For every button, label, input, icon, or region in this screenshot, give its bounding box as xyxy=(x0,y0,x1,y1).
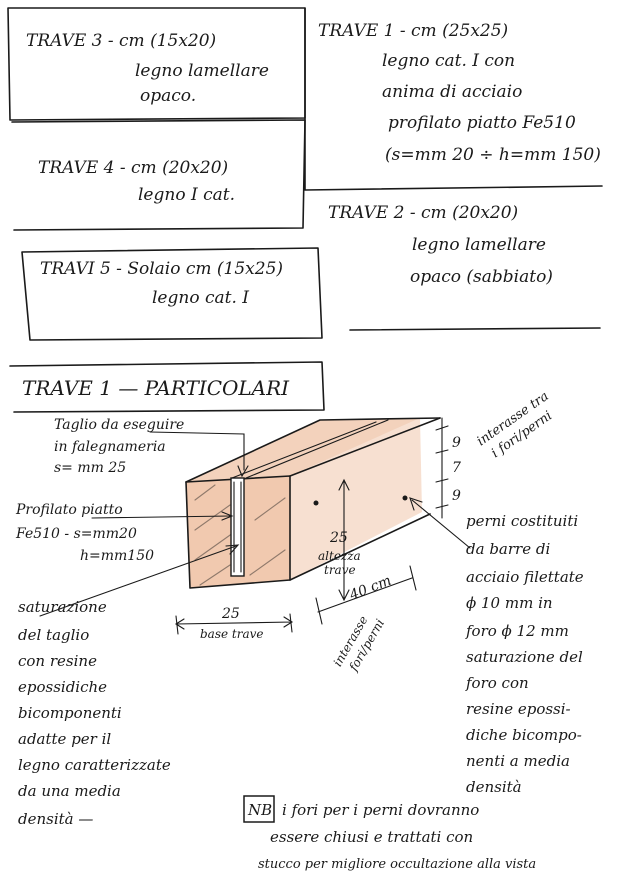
filling-note: saturazione del taglio con resine epossi… xyxy=(18,598,171,828)
pins-note-line1: perni costituiti xyxy=(466,512,578,530)
leader-pins-arrow xyxy=(409,497,423,511)
pins-note-line7: foro con xyxy=(465,674,529,692)
trave1-dims: (s=mm 20 ÷ h=mm 150) xyxy=(385,145,601,165)
pins-note-line6: saturazione del xyxy=(466,648,583,666)
cut-note-line1: Taglio da eseguire xyxy=(54,417,184,433)
nb-box xyxy=(243,795,275,823)
trave4-title: TRAVE 4 - cm (20x20) xyxy=(38,158,228,178)
beam-top-front-edge xyxy=(289,417,441,477)
interasse-horizontal-label: interasse fori/perni xyxy=(330,613,387,674)
beam-top-slot xyxy=(231,419,389,479)
pins-note-line3: acciaio filettate xyxy=(466,568,584,586)
trave3-finish: opaco. xyxy=(140,86,196,106)
interasse-vertical-label: interasse tra i fori/perni xyxy=(474,389,555,461)
leader-cut-arrow xyxy=(237,465,249,478)
travi5-title: TRAVI 5 - Solaio cm (15x25) xyxy=(40,259,283,279)
filling-note-line2: del taglio xyxy=(18,626,89,644)
box-trave2-underline xyxy=(349,327,601,331)
trave4-text: TRAVE 4 - cm (20x20) legno I cat. xyxy=(38,158,235,205)
beam-side-face xyxy=(290,418,422,580)
beam-top-back-edge xyxy=(185,417,441,483)
beam-sketch xyxy=(185,417,441,589)
pins-note-line2: da barre di xyxy=(466,540,550,558)
beam-bottom-edge xyxy=(289,513,431,581)
pins-note-line4: ϕ 10 mm in xyxy=(466,594,553,612)
trave2-material: legno lamellare xyxy=(412,235,546,255)
dim-25-base-value: 25 xyxy=(221,606,240,622)
filling-note-line1: saturazione xyxy=(18,598,107,616)
dim-25-height-label1: altezza xyxy=(318,549,361,563)
leader-plate-arrow xyxy=(221,511,234,521)
leader-plate xyxy=(91,515,231,519)
leader-cut xyxy=(149,431,245,471)
travi5-text: TRAVI 5 - Solaio cm (15x25) legno cat. I xyxy=(40,259,283,308)
dim-40: 40 cm xyxy=(347,573,394,604)
trave1-core: anima di acciaio xyxy=(382,82,522,102)
trave1-profile: profilato piatto Fe510 xyxy=(388,113,576,133)
leader-filling xyxy=(39,545,237,617)
trave3-text: TRAVE 3 - cm (15x20) legno lamellare opa… xyxy=(26,31,269,106)
vertical-dim-ticks xyxy=(435,425,449,509)
filling-note-line8: da una media xyxy=(18,782,121,800)
nb-line2: essere chiusi e trattati con xyxy=(270,828,473,846)
detail-title: TRAVE 1 — PARTICOLARI xyxy=(22,376,290,400)
pins-note-line8: resine epossi- xyxy=(466,700,571,718)
dim-9-bottom: 9 xyxy=(452,488,461,504)
nb-note: i fori per i perni dovranno essere chius… xyxy=(258,801,536,872)
box-trave4 xyxy=(11,119,306,231)
pins-note-line10: nenti a media xyxy=(466,752,570,770)
trave2-text: TRAVE 2 - cm (20x20) legno lamellare opa… xyxy=(328,203,553,287)
interasse-dim-line xyxy=(315,565,417,625)
trave2-finish: opaco (sabbiato) xyxy=(410,267,553,287)
nb-line3: stucco per migliore occultazione alla vi… xyxy=(258,857,536,872)
nb-line1: i fori per i perni dovranno xyxy=(282,801,479,819)
travi5-material: legno cat. I xyxy=(152,288,249,308)
trave1-title: TRAVE 1 - cm (25x25) xyxy=(318,21,508,41)
leader-filling-arrow xyxy=(225,544,240,555)
dim-25-height-label2: trave xyxy=(324,563,356,577)
trave1-material: legno cat. I con xyxy=(382,51,515,71)
plate-note-line3: h=mm150 xyxy=(80,548,154,564)
pin-hole-1 xyxy=(313,500,319,506)
pin-hole-2 xyxy=(402,495,408,501)
plate-note: Profilato piatto Fe510 - s=mm20 h=mm150 xyxy=(15,502,154,564)
dim-7: 7 xyxy=(452,460,461,476)
trave2-title: TRAVE 2 - cm (20x20) xyxy=(328,203,518,223)
filling-note-line3: con resine xyxy=(18,652,97,670)
trave1-text: TRAVE 1 - cm (25x25) legno cat. I con an… xyxy=(318,21,601,165)
plate-note-line2: Fe510 - s=mm20 xyxy=(15,526,137,542)
pins-note-line11: densità xyxy=(466,778,522,796)
box-travi5 xyxy=(21,247,323,341)
detail-title-frame xyxy=(9,361,325,413)
height-dim-arrow xyxy=(338,478,350,602)
steel-plate-edges xyxy=(233,481,242,573)
cut-note-line3: s= mm 25 xyxy=(54,460,126,476)
nb-label: NB xyxy=(247,801,272,819)
pins-note: perni costituiti da barre di acciaio fil… xyxy=(465,512,584,796)
dim-25-base-label: base trave xyxy=(200,627,264,641)
plate-note-line1: Profilato piatto xyxy=(15,502,123,518)
beam-boxes xyxy=(7,7,603,341)
leader-pins xyxy=(411,499,471,549)
filling-note-line6: adatte per il xyxy=(18,730,111,748)
trave3-material: legno lamellare xyxy=(135,61,269,81)
filling-note-line9: densità — xyxy=(18,810,93,828)
pins-note-line9: diche bicompo- xyxy=(466,726,582,744)
steel-plate-section xyxy=(230,477,245,577)
dim-9-top: 9 xyxy=(452,435,461,451)
cut-note: Taglio da eseguire in falegnameria s= mm… xyxy=(54,417,184,476)
dim-25-height-value: 25 xyxy=(329,530,348,546)
filling-note-line4: epossidiche xyxy=(18,678,107,696)
base-dim-line xyxy=(174,613,294,635)
pins-note-line5: foro ϕ 12 mm xyxy=(465,622,569,640)
box-trave1 xyxy=(304,7,603,191)
filling-note-line5: bicomponenti xyxy=(18,704,122,722)
filling-note-line7: legno caratterizzate xyxy=(18,756,171,774)
trave3-title: TRAVE 3 - cm (15x20) xyxy=(26,31,216,51)
leader-lines xyxy=(39,431,471,617)
cut-note-line2: in falegnameria xyxy=(54,439,166,455)
trave4-material: legno I cat. xyxy=(138,185,235,205)
